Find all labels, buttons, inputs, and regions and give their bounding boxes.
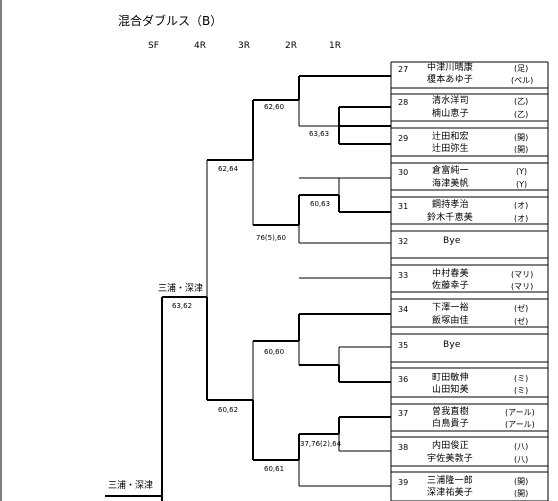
player-club: (アール) [505, 408, 535, 417]
match-score: 62,60 [264, 103, 285, 111]
player-club: (ゼ) [514, 317, 529, 326]
player-club: (足) [514, 64, 529, 73]
match-score: 60,61 [264, 465, 285, 473]
entry-number: 30 [398, 168, 409, 177]
match-score: 76(5),60 [256, 234, 286, 242]
player-club: (Y) [516, 180, 528, 189]
player-club: (開) [514, 489, 529, 498]
player-name: 下澤一裕 [432, 303, 469, 313]
player-name: 鋼持孝治 [432, 200, 469, 210]
player-name: 楠山恵子 [432, 109, 469, 119]
player-club: (ミ) [514, 386, 529, 395]
bye-label: Bye [443, 236, 461, 246]
player-club: (八) [514, 442, 529, 451]
player-name: 辻田和宏 [432, 132, 469, 142]
player-name: 海津美帆 [432, 179, 469, 189]
player-name: 三浦隆一郎 [427, 476, 474, 486]
player-name: 飯塚由佳 [432, 316, 469, 326]
player-name: 宇佐美敦子 [427, 454, 474, 464]
match-score: 60,60 [264, 348, 285, 356]
player-club: (八) [514, 455, 529, 464]
entry-number: 37 [398, 409, 409, 418]
entry-number: 38 [398, 443, 409, 452]
player-name: 深津祐美子 [427, 488, 474, 498]
player-name: 佐藤幸子 [432, 281, 469, 291]
player-club: (ミ) [514, 374, 529, 383]
player-club: (乙) [514, 97, 529, 106]
match-score: 63,62 [172, 302, 193, 310]
entry-number: 39 [398, 478, 409, 487]
entry-number: 31 [398, 202, 409, 211]
match-score: 60,62 [218, 406, 239, 414]
entry-number: 27 [398, 65, 409, 74]
round-winner-label: 三浦・深津 [108, 481, 154, 491]
entry-number: 36 [398, 375, 409, 384]
player-name: 清水洋司 [432, 96, 469, 106]
round-label-2r: 2R [285, 41, 297, 51]
player-club: (開) [514, 145, 529, 154]
player-club: (マリ) [511, 282, 534, 291]
player-club: (ゼ) [514, 304, 529, 313]
round-label-4r: 4R [194, 41, 206, 51]
player-name: 中村春美 [432, 269, 469, 279]
player-name: 中津川晴康 [427, 63, 474, 73]
entry-number: 33 [398, 271, 409, 280]
player-name: 町田敏伸 [432, 373, 469, 383]
entry-number: 28 [398, 98, 409, 107]
player-name: 倉富純一 [432, 166, 469, 176]
entry-number: 35 [398, 341, 409, 350]
round-label-sf: SF [148, 41, 159, 51]
player-name: 榎本あゆ子 [427, 75, 474, 85]
match-score: 63,63 [309, 130, 330, 138]
bye-label: Bye [443, 340, 461, 350]
player-club: (Y) [516, 167, 528, 176]
match-score: 37,76(2),64 [300, 440, 342, 448]
entry-number: 29 [398, 134, 409, 143]
match-score: 62,64 [218, 165, 239, 173]
player-name: 辻田弥生 [432, 144, 469, 154]
round-label-3r: 3R [238, 41, 250, 51]
player-club: (開) [514, 477, 529, 486]
player-club: (開) [514, 133, 529, 142]
player-club: (オ) [514, 214, 529, 223]
entry-number: 34 [398, 305, 409, 314]
player-club: (マリ) [511, 270, 534, 279]
page-title: 混合ダブルス（B） [118, 14, 223, 28]
round-label-1r: 1R [329, 41, 341, 51]
player-name: 内田俊正 [432, 441, 469, 451]
entry-number: 32 [398, 237, 409, 246]
player-name: 曽我直樹 [432, 407, 469, 417]
player-name: 白鳥貴子 [432, 419, 469, 429]
match-score: 60,63 [310, 200, 331, 208]
player-club: (オ) [514, 201, 529, 210]
round-winner-label: 三浦・深津 [158, 284, 204, 294]
player-club: (アール) [505, 420, 535, 429]
player-club: (乙) [514, 110, 529, 119]
player-name: 鈴木千恵美 [427, 213, 474, 223]
player-name: 山田知美 [432, 385, 469, 395]
player-club: (ペル) [511, 76, 534, 85]
